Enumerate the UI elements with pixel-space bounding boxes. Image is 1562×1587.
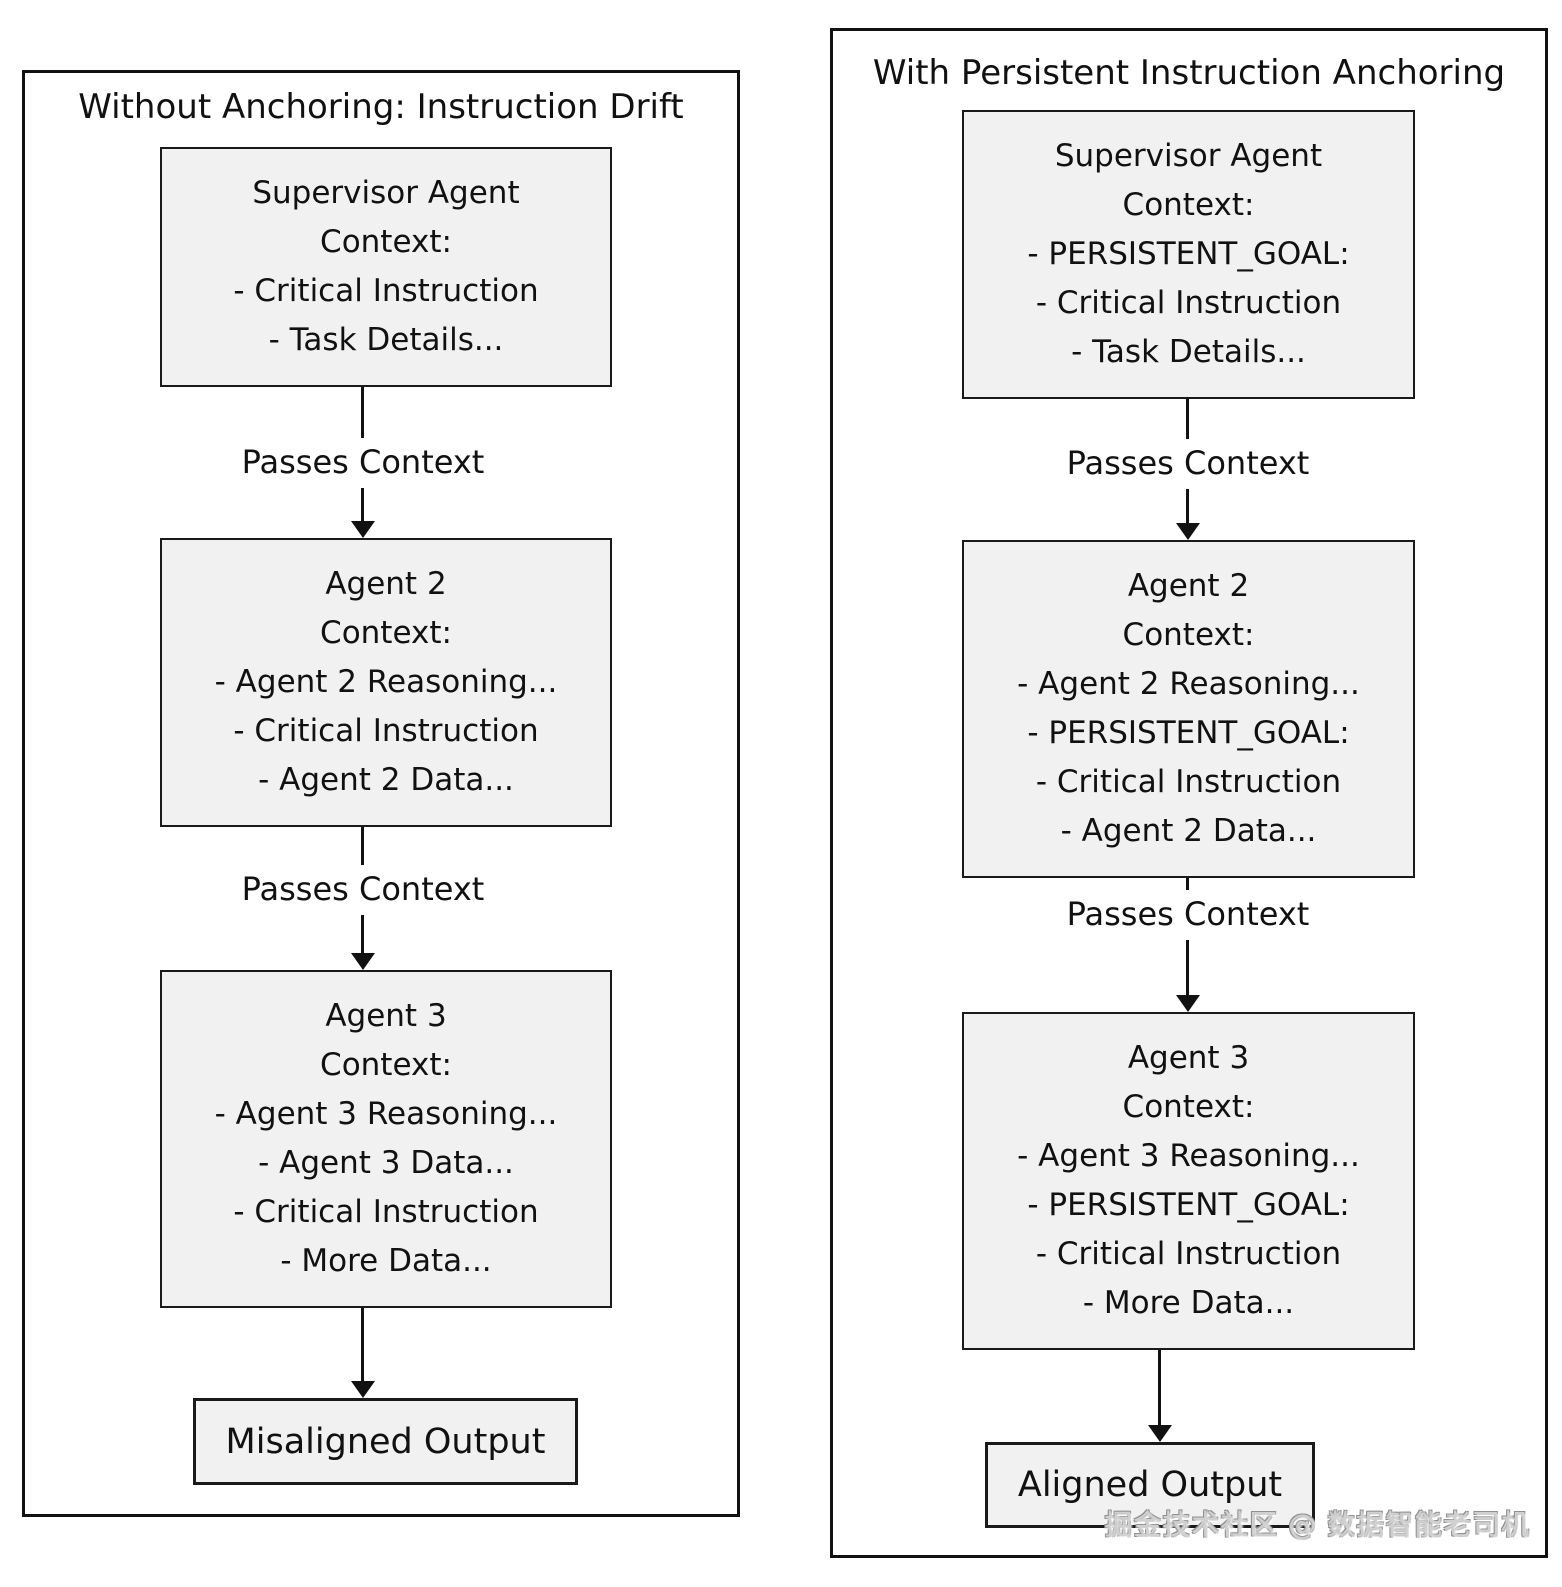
aligned-output-box: Aligned Output xyxy=(985,1442,1315,1528)
box-line: - Task Details... xyxy=(268,322,504,358)
box-line: Supervisor Agent xyxy=(252,175,520,211)
panel-without-anchoring: Without Anchoring: Instruction Drift Pas… xyxy=(22,70,740,1517)
box-line: - Task Details... xyxy=(1071,334,1306,370)
box-line: Supervisor Agent xyxy=(1054,138,1323,174)
box-line: - Critical Instruction xyxy=(233,713,539,749)
box-line: Agent 2 xyxy=(1127,568,1250,604)
box-line: Context: xyxy=(320,1047,452,1083)
left-supervisor-agent-box: Supervisor Agent Context: - Critical Ins… xyxy=(160,147,612,387)
box-line: - Critical Instruction xyxy=(1035,764,1342,800)
arrow-head xyxy=(1176,523,1200,540)
right-agent3-box: Agent 3 Context: - Agent 3 Reasoning... … xyxy=(962,1012,1415,1350)
arrow-head xyxy=(351,1381,375,1398)
box-line: - Critical Instruction xyxy=(233,1194,539,1230)
panel-title: Without Anchoring: Instruction Drift xyxy=(78,87,684,127)
arrow-head xyxy=(351,953,375,970)
box-line: Context: xyxy=(1122,1089,1255,1125)
box-line: Context: xyxy=(320,224,452,260)
box-line: - Agent 2 Reasoning... xyxy=(1017,666,1360,702)
arrow-head xyxy=(1148,1425,1172,1442)
box-line: Context: xyxy=(1122,617,1255,653)
right-agent2-box: Agent 2 Context: - Agent 2 Reasoning... … xyxy=(962,540,1415,878)
box-line: - Critical Instruction xyxy=(1035,285,1342,321)
left-agent3-box: Agent 3 Context: - Agent 3 Reasoning... … xyxy=(160,970,612,1308)
passes-context-label: Passes Context xyxy=(1066,895,1310,933)
box-line: - Agent 2 Data... xyxy=(258,762,514,798)
arrow-line xyxy=(361,915,364,953)
watermark: 掘金技术社区 @ 数据智能老司机 xyxy=(1104,1508,1530,1541)
arrow-head xyxy=(351,521,375,538)
box-line: - Agent 3 Reasoning... xyxy=(1017,1138,1360,1174)
arrow-line xyxy=(1186,878,1189,890)
passes-context-label: Passes Context xyxy=(241,870,485,908)
box-line: Agent 3 xyxy=(1127,1040,1250,1076)
box-line: - PERSISTENT_GOAL: xyxy=(1027,1187,1350,1223)
arrow-line xyxy=(361,827,364,865)
arrow-line xyxy=(1186,940,1189,995)
left-agent2-box: Agent 2 Context: - Agent 2 Reasoning... … xyxy=(160,538,612,827)
panel-with-anchoring: With Persistent Instruction Anchoring Pa… xyxy=(830,28,1548,1558)
box-line: - More Data... xyxy=(280,1243,492,1279)
right-supervisor-agent-box: Supervisor Agent Context: - PERSISTENT_G… xyxy=(962,110,1415,399)
arrow-head xyxy=(1176,995,1200,1012)
arrow-line xyxy=(361,1308,364,1381)
arrow-line xyxy=(1158,1350,1161,1425)
box-line: Context: xyxy=(1122,187,1255,223)
box-line: - Critical Instruction xyxy=(1035,1236,1342,1272)
arrow-line xyxy=(1186,489,1189,523)
passes-context-label: Passes Context xyxy=(1066,444,1310,482)
box-line: - Agent 2 Reasoning... xyxy=(214,664,558,700)
misaligned-output-box: Misaligned Output xyxy=(193,1398,578,1485)
arrow-line xyxy=(1186,399,1189,439)
box-line: - More Data... xyxy=(1082,1285,1295,1321)
box-line: - Agent 2 Data... xyxy=(1060,813,1317,849)
passes-context-label: Passes Context xyxy=(241,443,485,481)
arrow-line xyxy=(361,488,364,521)
box-line: - Agent 3 Data... xyxy=(258,1145,514,1181)
box-line: - Agent 3 Reasoning... xyxy=(214,1096,558,1132)
box-line: - PERSISTENT_GOAL: xyxy=(1027,236,1350,272)
panel-title: With Persistent Instruction Anchoring xyxy=(872,53,1506,93)
box-line: Context: xyxy=(320,615,452,651)
box-line: - Critical Instruction xyxy=(233,273,539,309)
box-line: Agent 3 xyxy=(325,998,447,1034)
box-line: Agent 2 xyxy=(325,566,447,602)
arrow-line xyxy=(361,387,364,438)
box-line: - PERSISTENT_GOAL: xyxy=(1027,715,1350,751)
